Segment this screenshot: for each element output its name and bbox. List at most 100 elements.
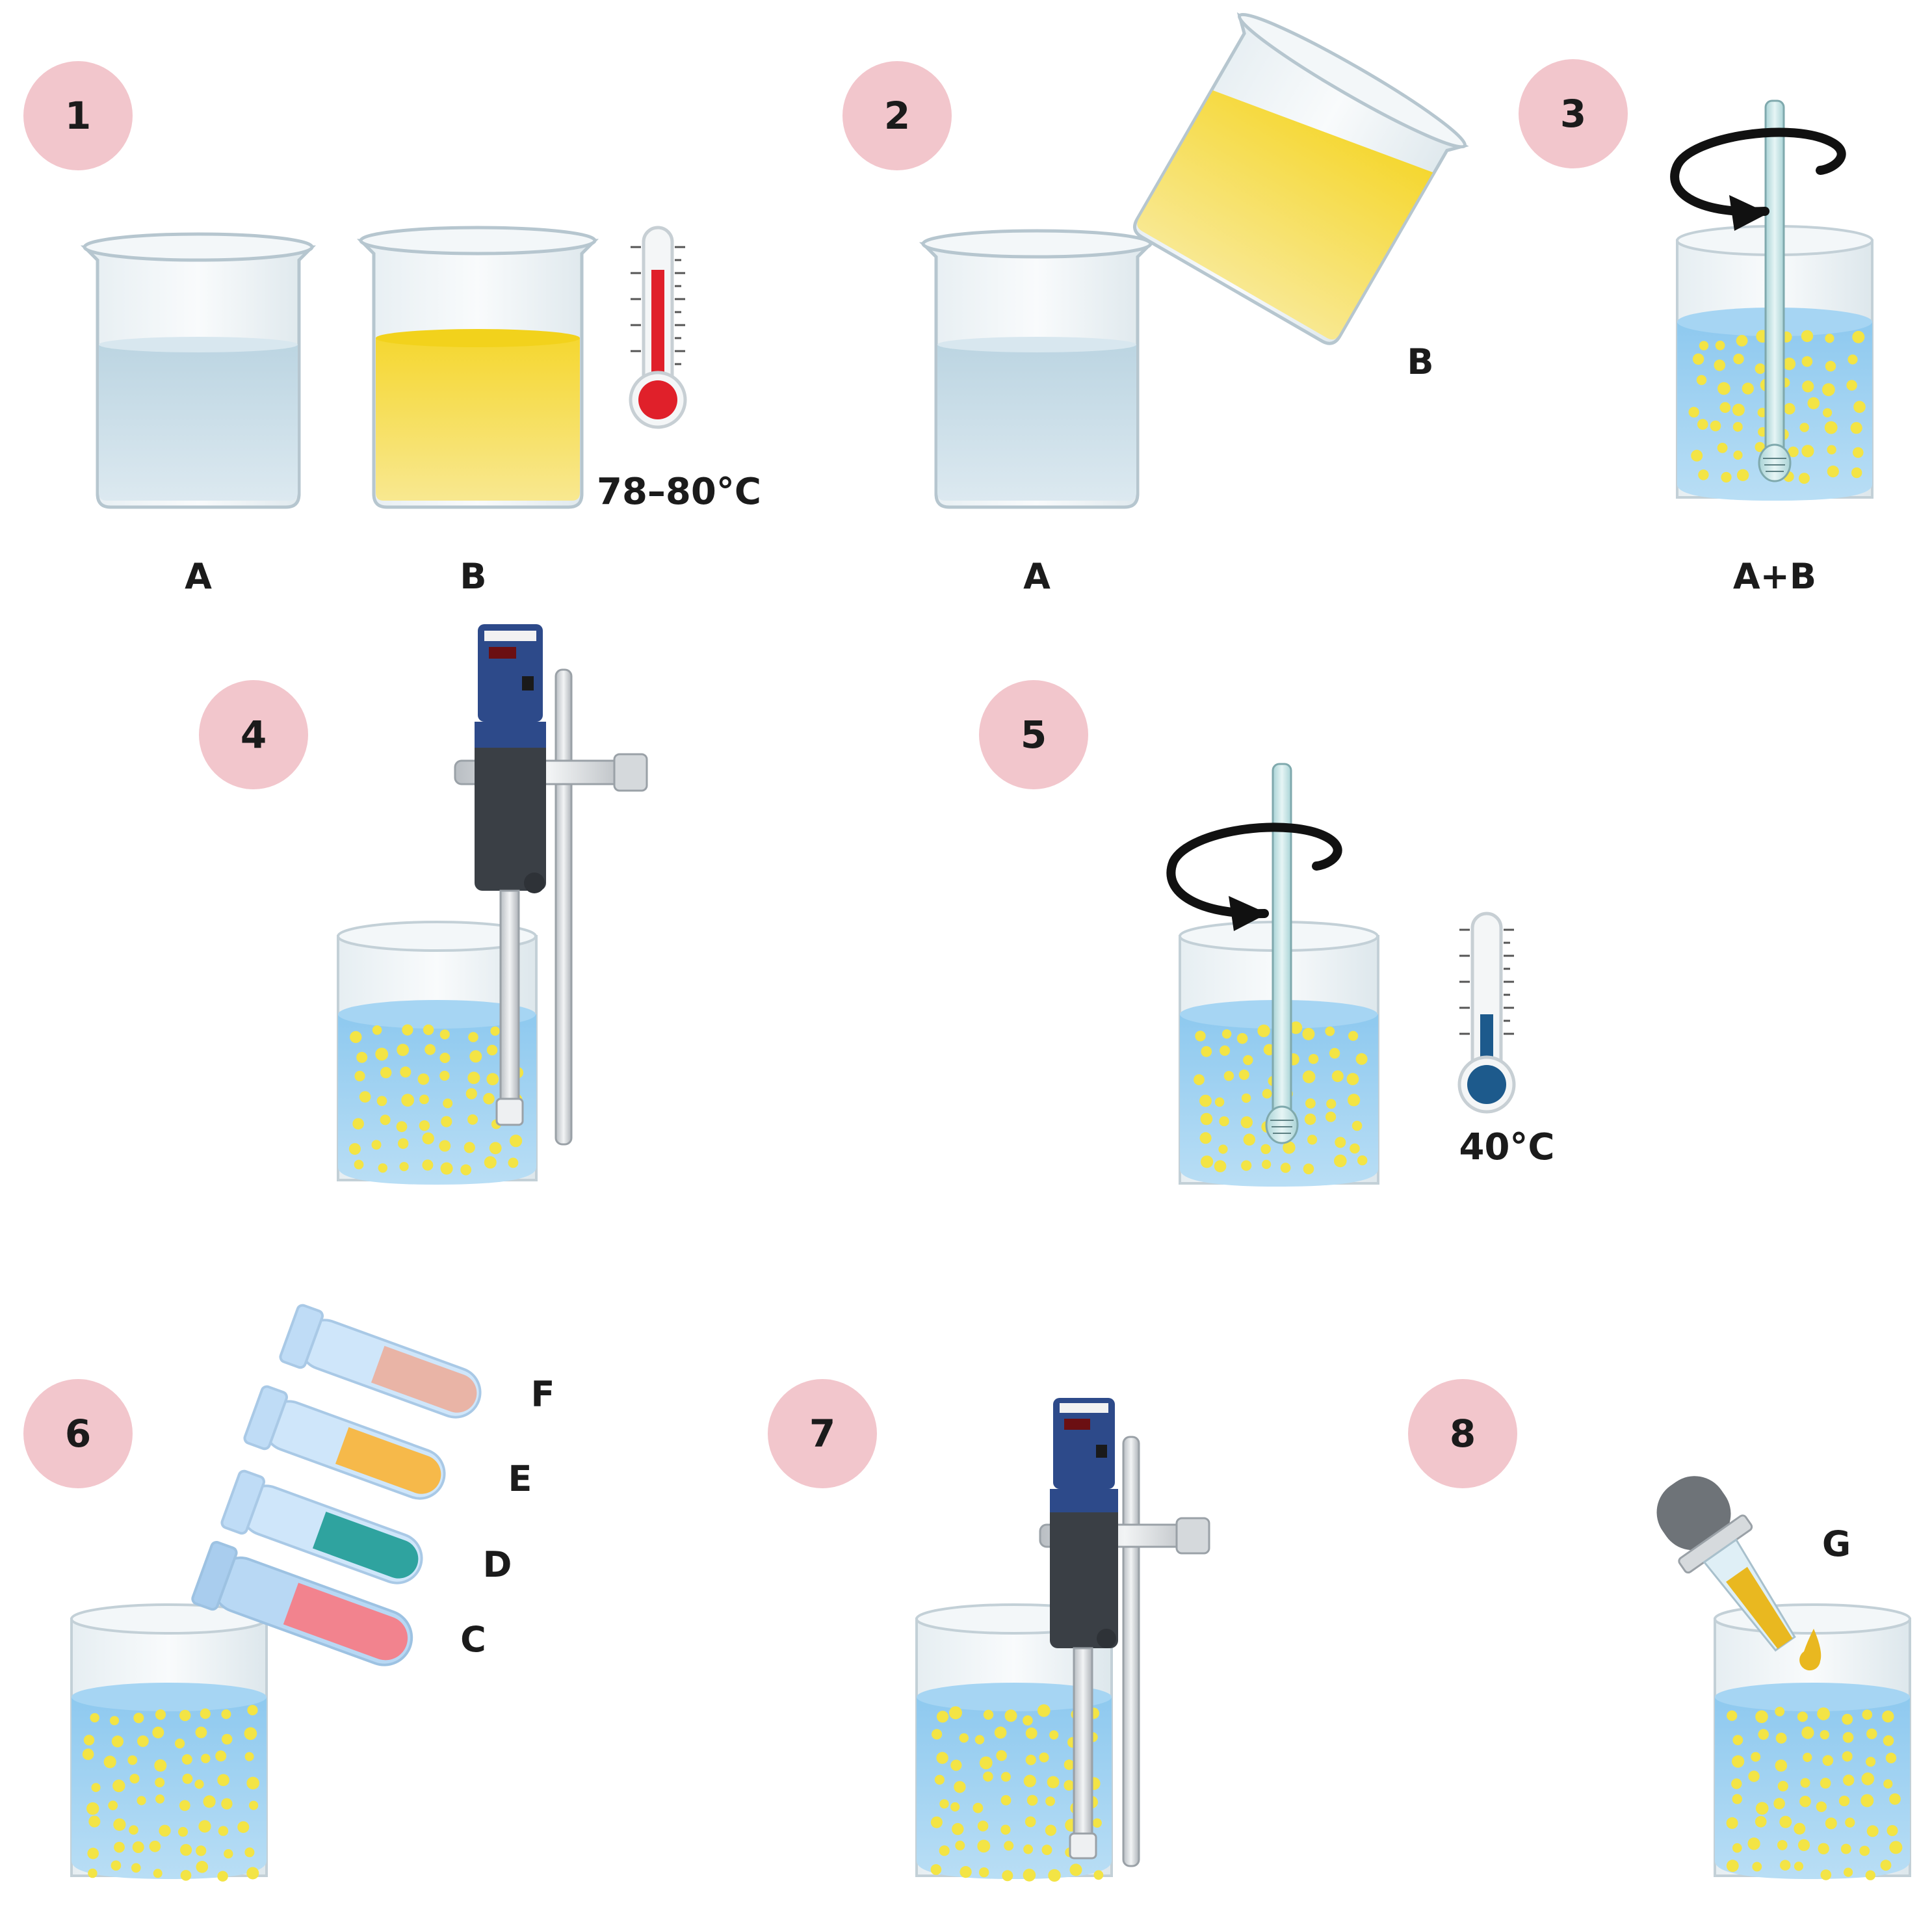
droplet — [1721, 471, 1732, 483]
droplet — [460, 1164, 472, 1176]
droplet — [1736, 469, 1749, 481]
droplet — [1026, 1795, 1038, 1806]
droplet — [378, 1163, 387, 1173]
droplets — [1726, 1707, 1903, 1880]
droplet — [1262, 1159, 1272, 1169]
droplet — [1794, 1822, 1806, 1835]
droplet — [934, 1774, 945, 1785]
step-number-6: 6 — [65, 1412, 91, 1456]
droplet — [397, 1044, 410, 1057]
step-badge-5: 5 — [979, 680, 1088, 789]
step-number-8: 8 — [1450, 1412, 1476, 1456]
droplet — [1218, 1144, 1228, 1154]
droplet — [247, 1705, 258, 1716]
droplet — [439, 1140, 451, 1152]
homogenizer-icon — [1039, 1398, 1210, 1867]
droplet — [1799, 473, 1810, 484]
droplet — [1039, 1752, 1049, 1763]
droplet — [1350, 1143, 1360, 1154]
step-number-7: 7 — [809, 1412, 835, 1456]
droplet — [1240, 1116, 1253, 1129]
droplet — [994, 1726, 1007, 1739]
dropper-icon — [1656, 1476, 1796, 1652]
droplet — [950, 1759, 962, 1771]
droplet — [1688, 406, 1699, 418]
droplet — [1820, 1729, 1829, 1740]
droplet — [1800, 1778, 1810, 1788]
droplet — [1752, 1861, 1762, 1872]
droplet — [249, 1800, 259, 1810]
step-badge-6: 6 — [23, 1379, 133, 1488]
test-tube-icon — [279, 1304, 482, 1419]
droplet — [1726, 1817, 1738, 1829]
droplet — [1199, 1094, 1212, 1107]
droplet — [1862, 1709, 1873, 1720]
droplet — [91, 1783, 101, 1793]
droplet — [82, 1748, 94, 1760]
droplet — [489, 1142, 502, 1155]
droplet — [1755, 363, 1766, 375]
droplet — [1303, 1163, 1314, 1175]
droplet — [179, 1800, 190, 1811]
droplet — [1717, 443, 1728, 453]
droplet — [1779, 1815, 1792, 1828]
droplet — [1092, 1818, 1102, 1828]
droplet — [1305, 1098, 1316, 1109]
droplet — [1093, 1870, 1104, 1880]
droplet — [237, 1821, 250, 1834]
droplet — [375, 1047, 389, 1061]
droplet — [155, 1794, 164, 1804]
droplet — [469, 1050, 482, 1063]
droplet — [1732, 1755, 1745, 1768]
droplet — [977, 1821, 989, 1832]
droplet — [1000, 1824, 1011, 1835]
beaker-icon — [80, 232, 317, 509]
droplet — [180, 1844, 192, 1856]
droplet — [1064, 1780, 1075, 1791]
droplet — [371, 1140, 382, 1150]
droplet — [1004, 1709, 1017, 1722]
droplet — [1698, 469, 1709, 480]
droplet — [1041, 1845, 1052, 1856]
droplet — [443, 1098, 453, 1109]
droplet — [439, 1070, 450, 1081]
droplet — [1822, 383, 1835, 397]
droplet — [1348, 1031, 1359, 1041]
droplet — [1047, 1776, 1060, 1789]
droplet — [1727, 1710, 1738, 1721]
step-badge-7: 7 — [768, 1379, 877, 1488]
droplet — [1733, 450, 1743, 460]
droplet — [1883, 1779, 1893, 1789]
droplet — [246, 1867, 259, 1880]
droplet — [1842, 1751, 1853, 1762]
label-e: E — [508, 1458, 532, 1499]
droplet — [1853, 447, 1864, 458]
droplet — [129, 1774, 140, 1784]
droplet — [196, 1845, 207, 1856]
step-badge-2: 2 — [842, 61, 952, 170]
droplet — [1801, 330, 1814, 343]
droplet — [401, 1094, 415, 1107]
step-number-5: 5 — [1021, 713, 1047, 757]
droplet — [1777, 1840, 1788, 1850]
droplet — [113, 1818, 126, 1831]
droplet — [1866, 1825, 1879, 1837]
test-tube-icon — [243, 1385, 446, 1500]
droplet — [1880, 1860, 1892, 1871]
droplet — [1847, 354, 1858, 365]
droplet — [1827, 445, 1836, 454]
droplet — [1801, 1726, 1814, 1739]
droplet — [180, 1870, 192, 1881]
droplet — [152, 1726, 164, 1739]
droplet — [1714, 360, 1726, 371]
droplet — [1866, 1728, 1877, 1739]
droplet — [224, 1849, 233, 1859]
droplet — [422, 1132, 434, 1145]
droplet — [439, 1029, 450, 1040]
droplet — [508, 1157, 519, 1168]
droplet — [1731, 1778, 1742, 1789]
droplet — [1755, 1802, 1769, 1815]
droplet — [1755, 441, 1766, 453]
droplet — [954, 1781, 966, 1793]
droplet — [246, 1776, 260, 1790]
